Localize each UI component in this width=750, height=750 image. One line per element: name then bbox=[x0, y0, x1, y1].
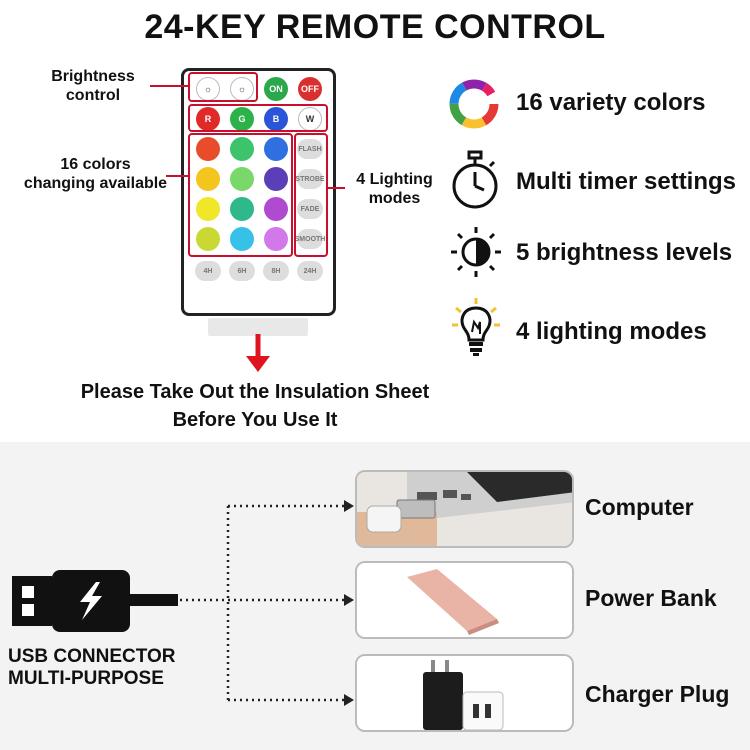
remote-color-button[interactable] bbox=[196, 227, 220, 251]
modes-highlight bbox=[294, 133, 328, 257]
half-sun-icon bbox=[450, 226, 502, 283]
charger-plug-icon bbox=[357, 656, 572, 730]
charger-plug-label: Charger Plug bbox=[585, 681, 730, 707]
remote-color-button[interactable] bbox=[196, 167, 220, 191]
lighting-callout: 4 Lighting modes bbox=[356, 171, 433, 207]
remote-mode-button[interactable]: FADE bbox=[297, 199, 323, 219]
note-line-2: Before You Use It bbox=[172, 409, 338, 431]
remote-color-button[interactable] bbox=[196, 137, 220, 161]
power-bank-card bbox=[355, 561, 574, 639]
computer-label: Computer bbox=[585, 494, 694, 520]
laptop-usb-icon bbox=[357, 472, 572, 546]
light-bulb-icon bbox=[452, 298, 500, 363]
remote-top-button-2[interactable]: ON bbox=[264, 77, 288, 101]
remote-color-button[interactable] bbox=[264, 167, 288, 191]
usb-label-line-2: MULTI-PURPOSE bbox=[8, 668, 164, 689]
feature-lighting: 4 lighting modes bbox=[516, 318, 707, 345]
remote-color-button[interactable] bbox=[196, 197, 220, 221]
brightness-callout: Brightness control bbox=[51, 68, 135, 104]
color-wheel-icon bbox=[448, 78, 500, 135]
remote-timer-button[interactable]: 24H bbox=[297, 261, 323, 281]
remote-top-button-3[interactable]: OFF bbox=[298, 77, 322, 101]
remote-timer-button[interactable]: 8H bbox=[263, 261, 289, 281]
remote-timer-button[interactable]: 4H bbox=[195, 261, 221, 281]
colors-highlight bbox=[188, 133, 293, 257]
feature-timer: Multi timer settings bbox=[516, 168, 737, 195]
page-title: 24-KEY REMOTE CONTROL bbox=[144, 8, 606, 46]
remote-rgbw-button-2[interactable]: B bbox=[264, 107, 288, 131]
insulation-sheet bbox=[208, 318, 308, 336]
remote-color-button[interactable] bbox=[230, 227, 254, 251]
remote-rgbw-button-0[interactable]: R bbox=[196, 107, 220, 131]
power-bank-label: Power Bank bbox=[585, 585, 717, 611]
computer-card bbox=[355, 470, 574, 548]
note-line-1: Please Take Out the Insulation Sheet bbox=[80, 381, 430, 403]
colors-callout: 16 colors changing available bbox=[23, 156, 168, 192]
feature-brightness: 5 brightness levels bbox=[516, 239, 733, 266]
remote-color-button[interactable] bbox=[264, 197, 288, 221]
remote-color-button[interactable] bbox=[264, 227, 288, 251]
insulation-note: Please Take Out the Insulation Sheet Bef… bbox=[0, 378, 510, 434]
remote-mode-button[interactable]: SMOOTH bbox=[295, 229, 325, 249]
remote-color-button[interactable] bbox=[230, 197, 254, 221]
stopwatch-icon bbox=[450, 150, 500, 215]
usb-plug-icon bbox=[10, 568, 180, 639]
remote-timer-button[interactable]: 6H bbox=[229, 261, 255, 281]
feature-colors: 16 variety colors bbox=[516, 89, 706, 116]
remote-top-button-1[interactable]: ☼ bbox=[230, 77, 254, 101]
remote-rgbw-button-1[interactable]: G bbox=[230, 107, 254, 131]
usb-label: USB CONNECTOR MULTI-PURPOSE bbox=[8, 646, 188, 690]
rgbw-highlight bbox=[188, 104, 328, 132]
brightness-highlight bbox=[188, 72, 258, 102]
remote-color-button[interactable] bbox=[230, 167, 254, 191]
callout-lines bbox=[150, 85, 345, 372]
remote-mode-button[interactable]: FLASH bbox=[297, 139, 323, 159]
remote-color-button[interactable] bbox=[230, 137, 254, 161]
remote-color-button[interactable] bbox=[264, 137, 288, 161]
remote-mode-button[interactable]: STROBE bbox=[295, 169, 325, 189]
power-bank-icon bbox=[357, 563, 572, 637]
charger-card bbox=[355, 654, 574, 732]
usb-label-line-1: USB CONNECTOR bbox=[8, 646, 176, 667]
